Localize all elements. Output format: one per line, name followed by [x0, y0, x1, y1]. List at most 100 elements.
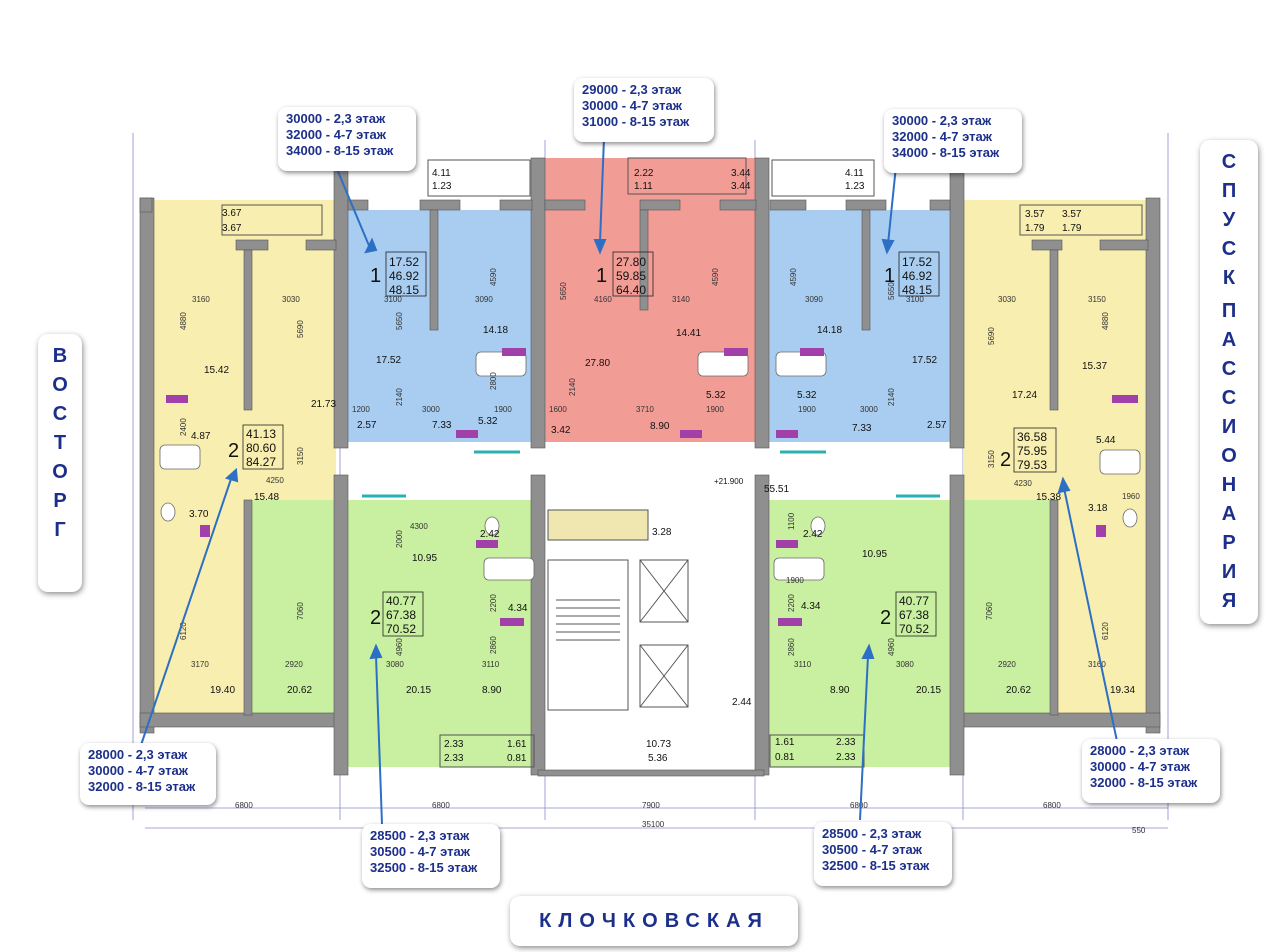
apt-left-green-label: 2 40.77 67.38 70.52: [370, 591, 424, 637]
room-label: 7.33: [852, 423, 872, 434]
dim-label: 4160: [594, 295, 612, 304]
dim-label: 3170: [191, 660, 209, 669]
street-left-letter: О: [52, 461, 68, 483]
room-label: 55.51: [764, 484, 789, 495]
apt-right-yellow-label: 2 36.58 75.95 79.53: [1000, 427, 1057, 473]
dim-label: 35100: [642, 820, 665, 829]
dim-label: 3100: [384, 295, 402, 304]
dim-label: 6120: [179, 622, 188, 640]
room-label: 5.36: [648, 753, 668, 764]
dim-label: 1600: [549, 405, 567, 414]
price-callout-top-left: 30000 - 2,3 этаж 32000 - 4-7 этаж 34000 …: [278, 107, 416, 171]
room-label: 14.41: [676, 328, 701, 339]
walls: [139, 157, 1161, 777]
apt-left-green-area-1: 40.77: [386, 594, 416, 608]
room-label: 0.81: [775, 752, 795, 763]
room-label: 2.33: [444, 753, 464, 764]
dim-label: 4590: [789, 268, 798, 286]
price-line: 32000 - 4-7 этаж: [892, 129, 992, 144]
dim-label: 5690: [987, 327, 996, 345]
dim-label: 4960: [395, 638, 404, 656]
dim-label: 4880: [179, 312, 188, 330]
dim-label: 6800: [850, 801, 868, 810]
street-left-letter: О: [52, 374, 68, 396]
dim-label: 3160: [1088, 660, 1106, 669]
apt-center-red-area-1: 27.80: [616, 255, 646, 269]
dim-label: 3110: [794, 660, 812, 669]
apt-left-blue-area-2: 46.92: [389, 269, 419, 283]
room-label: 20.15: [406, 685, 431, 696]
dim-label: 4300: [410, 522, 428, 531]
price-line: 29000 - 2,3 этаж: [582, 82, 682, 97]
apt-right-blue-fill: [766, 210, 950, 442]
price-line: 32000 - 4-7 этаж: [286, 127, 386, 142]
street-right-letter: С: [1221, 387, 1237, 409]
room-label: 7.33: [432, 420, 452, 431]
room-label: 1.23: [432, 181, 452, 192]
apt-left-yellow-area-2: 80.60: [246, 441, 276, 455]
dim-label: 2200: [489, 594, 498, 612]
street-right-letter: Я: [1221, 590, 1237, 612]
apt-center-red-area-2: 59.85: [616, 269, 646, 283]
apt-left-green-area-3: 70.52: [386, 622, 416, 636]
apt-right-yellow-area-1: 36.58: [1017, 430, 1047, 444]
dim-label: 3030: [282, 295, 300, 304]
price-line: 28000 - 2,3 этаж: [1090, 743, 1190, 758]
street-label-right: С П У С К П А С С И О Н А Р И Я: [1200, 140, 1258, 624]
street-right-letter: И: [1221, 416, 1237, 438]
dim-label: 5690: [296, 320, 305, 338]
street-left-letter: С: [52, 403, 68, 425]
street-label-bottom: КЛОЧКОВСКАЯ: [510, 896, 798, 946]
price-line: 30500 - 4-7 этаж: [370, 844, 470, 859]
dim-label: 2920: [285, 660, 303, 669]
room-label: 21.73: [311, 399, 336, 410]
street-right-letter: Р: [1222, 532, 1236, 554]
dim-label: 4250: [266, 476, 284, 485]
room-label: 10.73: [646, 739, 671, 750]
price-line: 34000 - 8-15 этаж: [892, 145, 1000, 160]
room-label: 3.18: [1088, 503, 1108, 514]
room-label: 2.33: [836, 752, 856, 763]
dim-label: 1100: [787, 512, 796, 530]
apt-left-blue-area-3: 48.15: [389, 283, 419, 297]
street-right-letter: А: [1221, 329, 1237, 351]
price-line: 28500 - 2,3 этаж: [370, 828, 470, 843]
dim-label: 2140: [887, 388, 896, 406]
apt-left-yellow-label: 2 41.13 80.60 84.27: [228, 424, 284, 470]
fixtures: [159, 351, 1141, 581]
apt-right-green-rooms: 2: [880, 607, 891, 629]
room-label: 4.34: [801, 601, 821, 612]
apt-right-green-fill: [766, 500, 1056, 715]
room-label: 19.40: [210, 685, 235, 696]
room-label: 8.90: [482, 685, 502, 696]
street-right-letter: П: [1221, 180, 1237, 202]
room-label: 3.70: [189, 509, 209, 520]
dimension-labels: 3160 3030 5690 4880 2400 3150 4250 6120 …: [179, 268, 1146, 835]
dim-label: 3000: [422, 405, 440, 414]
room-label: 8.90: [830, 685, 850, 696]
room-label: 2.33: [836, 737, 856, 748]
room-label: 1.79: [1025, 223, 1045, 234]
room-label: 14.18: [817, 325, 842, 336]
room-label: 10.95: [862, 549, 887, 560]
room-label: 5.32: [478, 416, 498, 427]
dim-label: 3160: [192, 295, 210, 304]
street-right-letter: О: [1221, 445, 1237, 467]
street-left-letter: Р: [53, 490, 67, 512]
apt-labels: 2 41.13 80.60 84.27 1 17.52 46.92 48.15 …: [228, 251, 1057, 637]
price-callout-bottom-center-right: 28500 - 2,3 этаж 30500 - 4-7 этаж 32500 …: [814, 822, 952, 886]
room-label: 3.44: [731, 181, 751, 192]
price-line: 32500 - 8-15 этаж: [370, 860, 478, 875]
dim-label: 3150: [296, 447, 305, 465]
room-label: 20.62: [1006, 685, 1031, 696]
dim-label: 1200: [352, 405, 370, 414]
apt-right-blue-area-2: 46.92: [902, 269, 932, 283]
dim-label: 6800: [432, 801, 450, 810]
room-label: 2.22: [634, 168, 654, 179]
price-line: 32000 - 8-15 этаж: [88, 779, 196, 794]
room-label: 3.28: [652, 527, 672, 538]
dim-label: 6800: [235, 801, 253, 810]
apt-right-yellow-area-2: 75.95: [1017, 444, 1047, 458]
price-line: 30000 - 2,3 этаж: [286, 111, 386, 126]
